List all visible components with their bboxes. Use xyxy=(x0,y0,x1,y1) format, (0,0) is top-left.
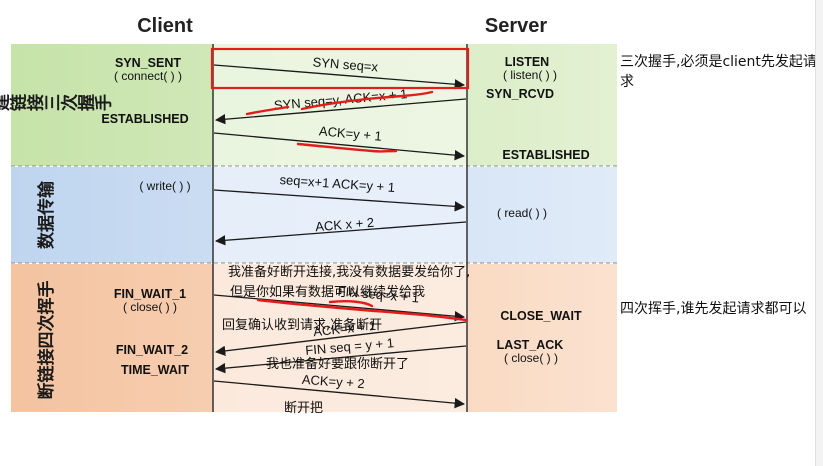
arrow-fin-ack xyxy=(214,321,467,357)
arrow-fin2 xyxy=(214,345,467,374)
annotation-3: 回复确认收到请求,准备断开 xyxy=(222,317,382,333)
server-call-close: ( close( ) ) xyxy=(504,351,558,365)
client-state-established: ESTABLISHED xyxy=(101,112,188,126)
client-call-connect: ( connect( ) ) xyxy=(114,69,182,83)
server-state-syn-rcvd: SYN_RCVD xyxy=(486,87,554,101)
center-panel-hand xyxy=(213,44,467,166)
msg-data-ack: ACK x + 2 xyxy=(315,215,375,235)
section-teardown-label: 断链接四次挥手 xyxy=(36,281,57,400)
client-state-fin-wait-2: FIN_WAIT_2 xyxy=(116,343,188,357)
annotation-5: 断开把 xyxy=(284,401,323,416)
scribble-fin xyxy=(328,300,374,308)
underline-ack-1 xyxy=(300,90,434,111)
annotation-4: 我也准备好要跟你断开了 xyxy=(266,356,409,372)
server-state-close-wait: CLOSE_WAIT xyxy=(500,309,582,323)
client-call-close: ( close( ) ) xyxy=(123,300,177,314)
client-state-syn-sent: SYN_SENT xyxy=(115,56,181,70)
server-state-listen: LISTEN xyxy=(505,55,549,69)
center-panel-tear xyxy=(213,264,467,412)
highlight-box xyxy=(210,47,470,90)
section-data-label: 数据传输 xyxy=(36,180,57,249)
client-state-fin-wait-1: FIN_WAIT_1 xyxy=(114,287,186,301)
server-call-read: ( read( ) ) xyxy=(497,206,547,220)
server-state-established: ESTABLISHED xyxy=(502,148,589,162)
server-state-last-ack: LAST_ACK xyxy=(497,338,564,352)
underline-ack-2 xyxy=(296,142,398,153)
center-panel-data xyxy=(213,167,467,263)
server-call-listen: ( listen( ) ) xyxy=(503,68,557,82)
msg-fin-ack: ACK=x + 1 xyxy=(312,318,376,339)
msg-syn: SYN seq=x xyxy=(312,54,379,74)
arrow-ack xyxy=(213,132,466,161)
client-call-write: ( write( ) ) xyxy=(139,179,190,193)
msg-last-ack: ACK=y + 2 xyxy=(301,372,365,391)
side-note-handshake: 三次握手,必须是client先发起请求 xyxy=(620,54,817,90)
arrow-data-ack xyxy=(214,221,467,246)
right-edge-strip xyxy=(815,0,823,466)
underline-syn-ack xyxy=(245,105,290,116)
arrow-syn-ack xyxy=(214,98,467,125)
client-header: Client xyxy=(137,15,193,37)
underline-fin xyxy=(256,298,468,322)
section-handshake-label: 建链接三次握手 xyxy=(0,95,112,116)
server-header: Server xyxy=(485,15,547,37)
side-note-teardown: 四次挥手,谁先发起请求都可以 xyxy=(620,301,807,317)
msg-fin: FIN seq=x + 1 xyxy=(337,283,420,305)
arrow-syn xyxy=(213,64,466,90)
arrow-last-ack xyxy=(213,380,466,409)
arrow-fin xyxy=(213,294,466,322)
client-state-time-wait: TIME_WAIT xyxy=(121,363,189,377)
annotation-1: 我准备好断开连接,我没有数据要发给你了, xyxy=(228,264,470,280)
annotation-2: 但是你如果有数据可以继续发给我 xyxy=(230,284,425,300)
msg-ack: ACK=y + 1 xyxy=(318,123,382,143)
arrow-data xyxy=(213,189,466,212)
